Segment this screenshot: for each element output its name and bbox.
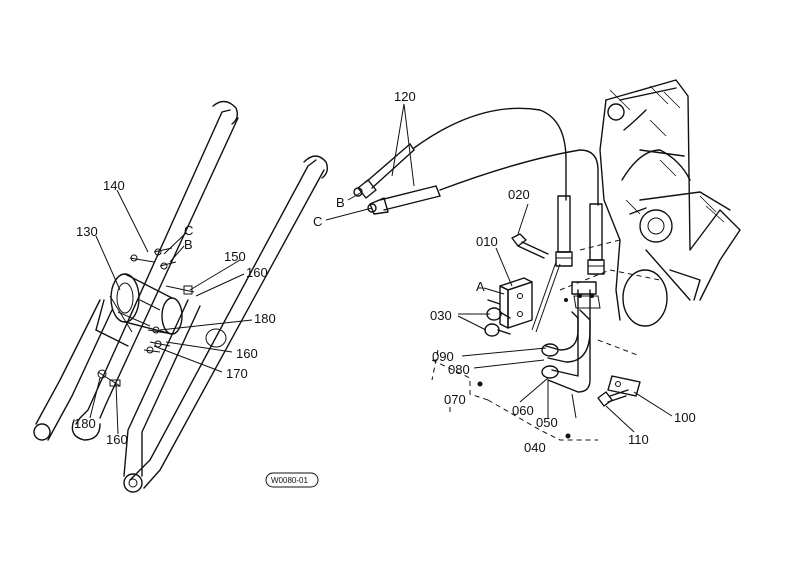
bracket-100 xyxy=(607,375,641,397)
label-080: 080 xyxy=(448,362,470,377)
drawing-code-text: W0080-01 xyxy=(271,476,308,485)
label-B-arm: B xyxy=(184,237,193,252)
label-070: 070 xyxy=(444,392,466,407)
left-leaders xyxy=(89,189,253,435)
label-180-b: 180 xyxy=(74,416,96,431)
centre-leaders xyxy=(431,203,673,441)
label-010: 010 xyxy=(476,234,498,249)
label-030: 030 xyxy=(430,308,452,323)
loader-arm-left xyxy=(33,100,239,441)
arm-fittings xyxy=(97,247,227,387)
label-060: 060 xyxy=(512,403,534,418)
label-110: 110 xyxy=(628,432,649,447)
block-010 xyxy=(499,277,533,329)
tractor-frame xyxy=(599,79,741,327)
bolt-110 xyxy=(597,389,629,407)
label-100: 100 xyxy=(674,410,696,425)
label-120: 120 xyxy=(394,89,416,104)
hoses-120 xyxy=(325,103,441,221)
label-160-b: 160 xyxy=(236,346,258,361)
label-040: 040 xyxy=(524,440,546,455)
label-170: 170 xyxy=(226,366,248,381)
labels: 120 B C 020 010 A 030 090 080 070 060 05… xyxy=(74,89,696,455)
pipes xyxy=(541,281,601,393)
hose-runs xyxy=(413,107,599,206)
label-A: A xyxy=(476,279,485,294)
label-130: 130 xyxy=(76,224,98,239)
bolt-020 xyxy=(511,233,549,259)
label-160-a: 160 xyxy=(246,265,268,280)
cross-tube xyxy=(95,273,183,347)
label-C-hose: C xyxy=(313,214,322,229)
label-020: 020 xyxy=(508,187,530,202)
label-090: 090 xyxy=(432,349,454,364)
label-180-a: 180 xyxy=(254,311,276,326)
drawing-code: W0080-01 xyxy=(265,472,319,488)
valve-hoses xyxy=(555,195,605,275)
label-B-hose: B xyxy=(336,195,345,210)
label-150: 150 xyxy=(224,249,246,264)
label-C-arm: C xyxy=(184,223,193,238)
label-050: 050 xyxy=(536,415,558,430)
fittings-030 xyxy=(484,299,511,337)
loader-arm-right xyxy=(123,155,329,493)
label-140: 140 xyxy=(103,178,125,193)
label-160-c: 160 xyxy=(106,432,128,447)
drain-hose xyxy=(531,261,561,333)
